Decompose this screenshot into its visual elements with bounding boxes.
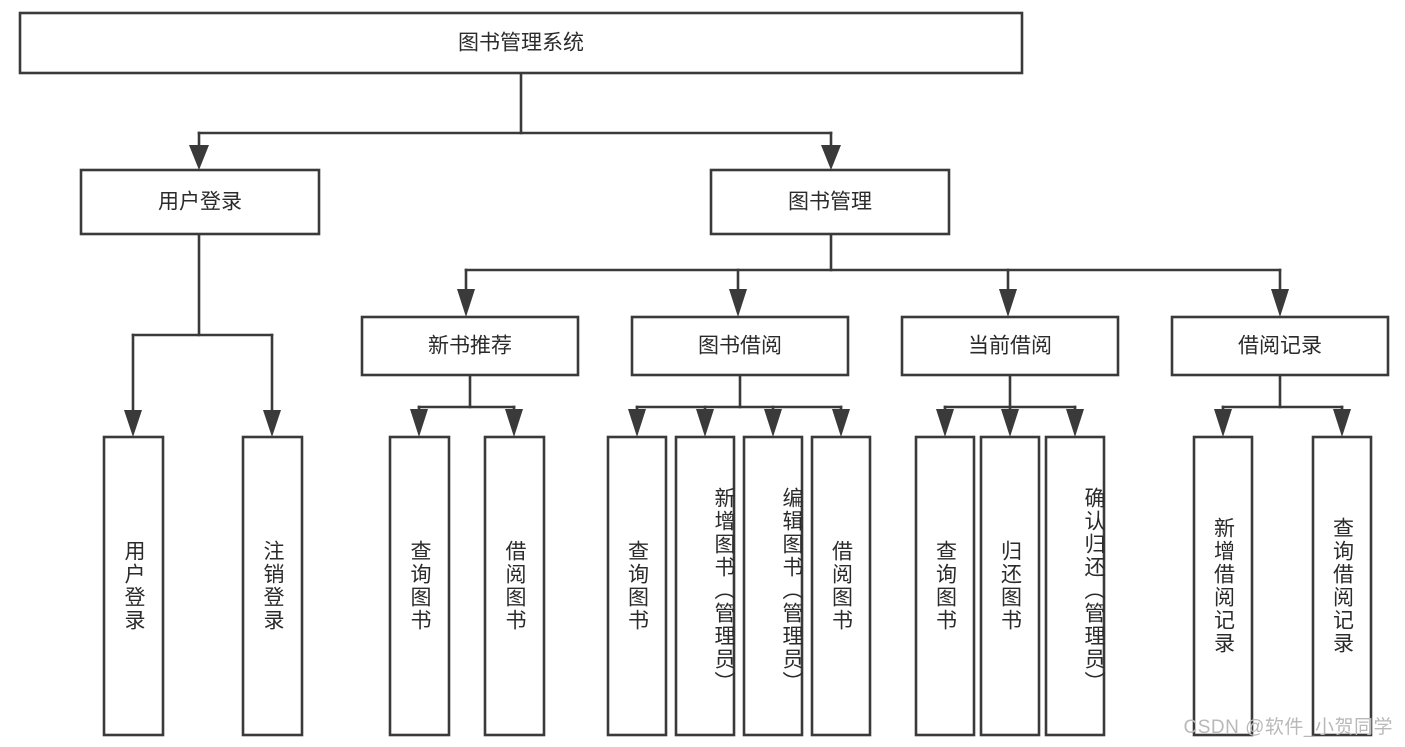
arrow-head-icon (999, 289, 1017, 317)
connector-group-newbook-to-leaves (410, 373, 523, 437)
leaf-box-query-book-current[interactable] (914, 435, 976, 737)
arrow-head-icon (1001, 409, 1019, 437)
leaf-box-add-book-admin[interactable] (674, 435, 736, 737)
arrow-head-icon (832, 409, 850, 437)
leaf-box-borrow-book[interactable] (810, 435, 872, 737)
leaf-box-confirm-return-admin[interactable] (1044, 435, 1106, 737)
leaf-box-add-borrow-record[interactable] (1192, 435, 1254, 737)
arrow-head-icon (263, 410, 281, 437)
arrow-head-icon (189, 145, 209, 170)
node-book-borrow-label: 图书借阅 (698, 335, 782, 358)
arrow-head-icon (696, 409, 714, 437)
watermark-text: CSDN @软件_小贺同学 (1183, 717, 1393, 738)
arrow-head-icon (1271, 289, 1289, 317)
arrow-head-icon (729, 289, 747, 317)
connector-group-userlogin-to-leaves (124, 232, 281, 437)
connector-group-root-to-level2 (189, 71, 841, 170)
arrow-head-icon (764, 409, 782, 437)
arrow-head-icon (628, 409, 646, 437)
arrow-head-icon (936, 409, 954, 437)
leaf-box-borrow-book-recommend[interactable] (483, 435, 546, 737)
node-root-label: 图书管理系统 (458, 32, 584, 55)
node-current-borrow-label: 当前借阅 (968, 335, 1052, 358)
arrow-head-icon (1333, 409, 1351, 437)
node-book-management-label: 图书管理 (788, 191, 872, 214)
node-borrow-record-label: 借阅记录 (1238, 335, 1322, 358)
node-root-box[interactable] (18, 11, 1024, 75)
arrow-head-icon (124, 410, 142, 437)
node-current-borrow-box[interactable] (900, 315, 1120, 377)
arrow-head-icon (505, 409, 523, 437)
node-new-book-recommend-label: 新书推荐 (428, 335, 512, 358)
leaf-box-edit-book-admin[interactable] (742, 435, 804, 737)
node-new-book-recommend-box[interactable] (360, 315, 580, 377)
arrow-head-icon (410, 409, 428, 437)
connector-group-current-to-leaves (936, 373, 1084, 437)
arrow-head-icon (821, 145, 841, 170)
connector-group-borrow-to-leaves (628, 373, 850, 437)
leaf-box-query-book-borrow[interactable] (606, 435, 668, 737)
arrow-head-icon (1066, 409, 1084, 437)
leaf-box-query-borrow-record[interactable] (1311, 435, 1373, 737)
node-user-login-box[interactable] (79, 168, 321, 236)
leaf-box-query-book-recommend[interactable] (388, 435, 451, 737)
connector-group-record-to-leaves (1214, 373, 1351, 437)
node-borrow-record-box[interactable] (1170, 315, 1390, 377)
node-book-borrow-box[interactable] (630, 315, 850, 377)
leaf-box-user-login[interactable] (102, 435, 165, 737)
arrow-head-icon (1214, 409, 1232, 437)
node-user-login-label: 用户登录 (158, 191, 242, 214)
node-book-management-box[interactable] (709, 168, 951, 236)
connector-group-bookmgmt-to-level3 (457, 232, 1289, 317)
leaf-box-return-book[interactable] (979, 435, 1041, 737)
arrow-head-icon (457, 289, 475, 317)
leaf-box-logout[interactable] (241, 435, 304, 737)
